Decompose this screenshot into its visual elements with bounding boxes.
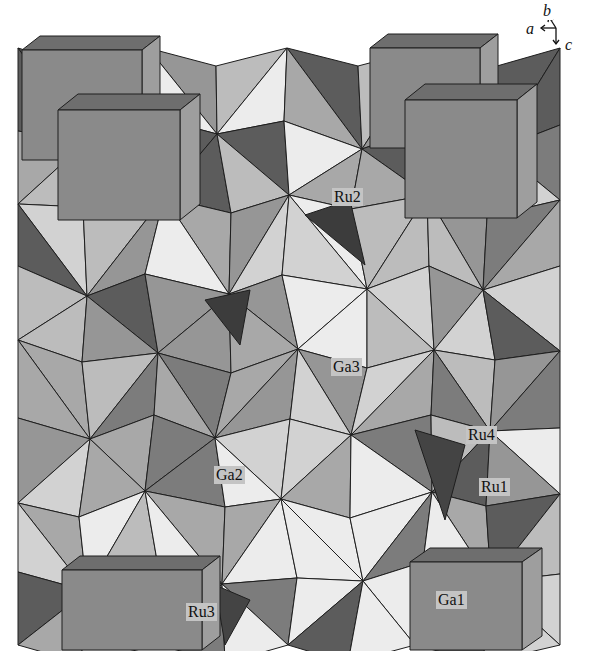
polyhedron-face: [305, 200, 365, 265]
polyhedron-face: [410, 562, 522, 650]
polyhedron-face: [405, 100, 517, 218]
cube-polyhedra: [22, 34, 542, 650]
atom-label: Ru4: [466, 426, 497, 444]
polyhedron-face: [517, 84, 537, 218]
polyhedron-face: [370, 34, 498, 48]
polyhedron-face: [490, 351, 560, 431]
axis-arrows: [541, 17, 559, 44]
polyhedron-face: [22, 36, 160, 50]
polyhedron-face: [58, 94, 200, 110]
atom-label: Ru1: [479, 478, 510, 496]
polyhedron-face: [410, 548, 542, 562]
polyhedron-face: [58, 110, 180, 220]
polyhedron-face: [281, 499, 363, 581]
polyhedron-face: [205, 290, 250, 345]
polyhedron-face: [522, 548, 542, 650]
polyhedron-face: [405, 84, 537, 100]
polyhedron-face: [483, 290, 560, 360]
polyhedron-face: [215, 438, 281, 507]
polyhedron-face: [82, 296, 158, 362]
atom-label: Ga1: [436, 591, 467, 609]
atom-label: Ga3: [331, 358, 362, 376]
polyhedron-face: [490, 351, 560, 431]
polyhedron-face: [281, 499, 363, 581]
polyhedron-face: [62, 570, 202, 650]
polyhedron-face: [216, 48, 287, 134]
polyhedra-mesh: [18, 48, 560, 651]
polyhedron-face: [348, 581, 415, 651]
axis-label: c: [563, 36, 574, 54]
polyhedron-face: [62, 556, 220, 570]
polyhedron-face: [217, 48, 287, 134]
atom-label: Ga2: [214, 466, 245, 484]
axis-label: b: [541, 2, 553, 20]
polyhedron-face: [415, 430, 465, 520]
atom-label: Ru3: [186, 603, 217, 621]
atom-label: Ru2: [332, 188, 363, 206]
polyhedron-face: [180, 94, 200, 220]
axis-label: a: [524, 20, 536, 38]
